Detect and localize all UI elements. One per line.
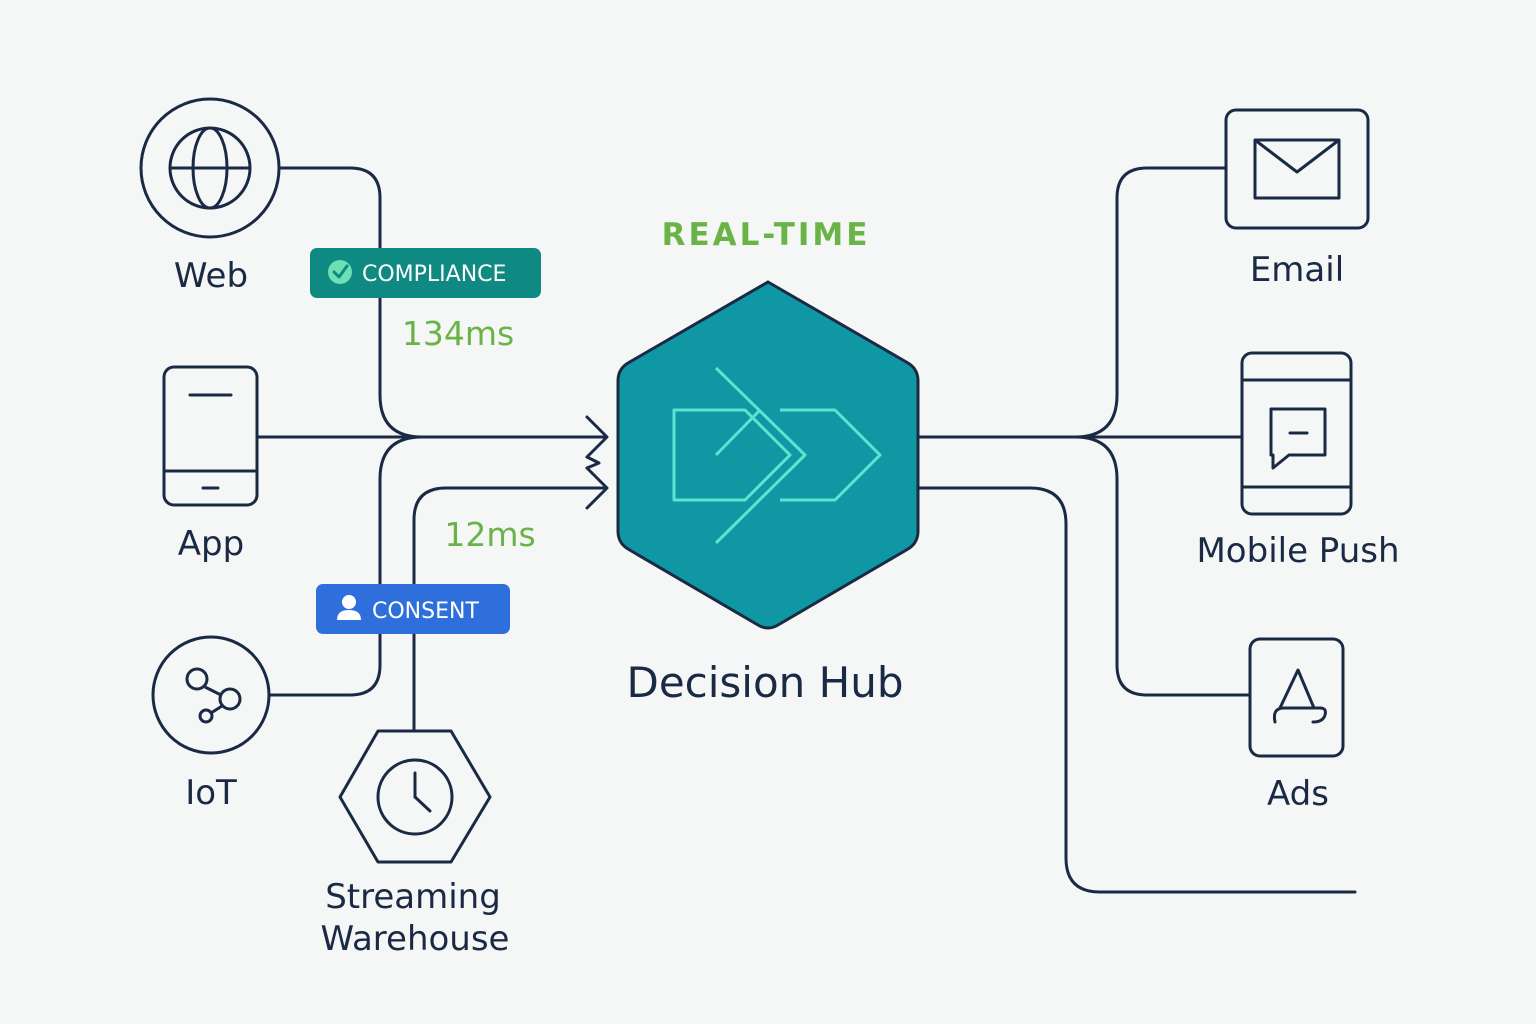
arrowhead-bottom [585, 466, 609, 510]
decision-hub[interactable] [616, 280, 920, 630]
connectors [255, 166, 1357, 894]
zigzag-joint [585, 455, 601, 470]
iot-connector [268, 435, 424, 697]
warehouse-connector [412, 486, 607, 732]
source-iot[interactable]: IoT [151, 635, 271, 813]
source-label-iot: IoT [185, 773, 237, 813]
realtime-tag: REAL-TIME [662, 217, 871, 253]
channel-mobile-push[interactable]: Mobile Push [1196, 351, 1400, 571]
nodes-icon [185, 667, 242, 724]
source-label-warehouse-line1: Streaming [325, 877, 501, 917]
envelope-icon [1253, 138, 1341, 200]
ads-connector [1073, 435, 1252, 697]
channel-ads[interactable]: Ads [1248, 637, 1345, 814]
latency-top: 134ms [402, 314, 514, 353]
extra-output-connector [916, 486, 1357, 894]
ad-icon [1272, 668, 1327, 724]
channel-email[interactable]: Email [1224, 108, 1370, 290]
consent-badge: CONSENT [316, 584, 510, 634]
source-app[interactable]: App [162, 365, 259, 564]
user-icon [337, 595, 361, 620]
channel-label-mobile-push: Mobile Push [1196, 531, 1399, 571]
source-streaming-warehouse[interactable]: Streaming Warehouse [321, 729, 510, 959]
latency-bottom: 12ms [444, 515, 535, 554]
source-label-warehouse-line2: Warehouse [321, 919, 510, 959]
check-circle-icon [328, 260, 352, 284]
web-connector [278, 166, 607, 439]
compliance-badge: COMPLIANCE [310, 248, 541, 298]
channel-label-ads: Ads [1267, 774, 1329, 814]
chat-phone-icon [1240, 351, 1353, 516]
compliance-badge-label: COMPLIANCE [362, 262, 506, 287]
channel-label-email: Email [1250, 250, 1344, 290]
email-connector [1073, 166, 1228, 439]
clock-icon [376, 758, 454, 836]
double-arrow-icon [672, 366, 882, 545]
source-label-app: App [178, 524, 244, 564]
hub-hexagon [616, 280, 920, 630]
arrowhead-top [585, 415, 609, 459]
globe-icon [168, 126, 252, 210]
consent-badge-label: CONSENT [372, 599, 479, 624]
source-web[interactable]: Web [139, 97, 281, 296]
phone-icon [162, 365, 259, 507]
hub-title: Decision Hub [626, 658, 903, 707]
source-label-web: Web [174, 256, 248, 296]
